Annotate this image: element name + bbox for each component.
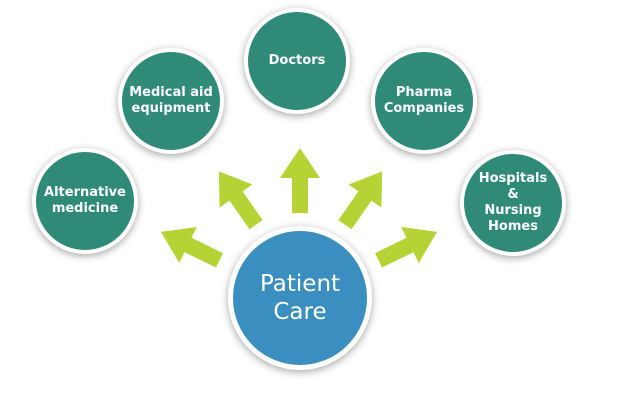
- node-alternative-medicine: Alternative medicine: [32, 148, 138, 254]
- node-pharma-companies: Pharma Companies: [371, 48, 477, 154]
- arrow-to-medical-aid-equipment: [218, 171, 263, 230]
- arrow-to-alternative-medicine: [161, 227, 223, 268]
- center-patient-care: Patient Care: [228, 226, 372, 370]
- node-label: Hospitals & Nursing Homes: [478, 171, 548, 234]
- node-label: Pharma Companies: [383, 85, 465, 116]
- node-label: Doctors: [268, 53, 326, 68]
- node-label: Medical aid equipment: [129, 85, 213, 116]
- arrow-to-doctors: [280, 148, 320, 213]
- node-hospitals-nursing-homes: Hospitals & Nursing Homes: [460, 150, 566, 256]
- arrow-to-pharma-companies: [338, 171, 383, 230]
- node-medical-aid-equipment: Medical aid equipment: [118, 48, 224, 154]
- node-label: Alternative medicine: [44, 185, 126, 216]
- arrow-to-hospitals: [375, 227, 437, 268]
- center-label: Patient Care: [259, 271, 341, 325]
- node-doctors: Doctors: [244, 8, 350, 114]
